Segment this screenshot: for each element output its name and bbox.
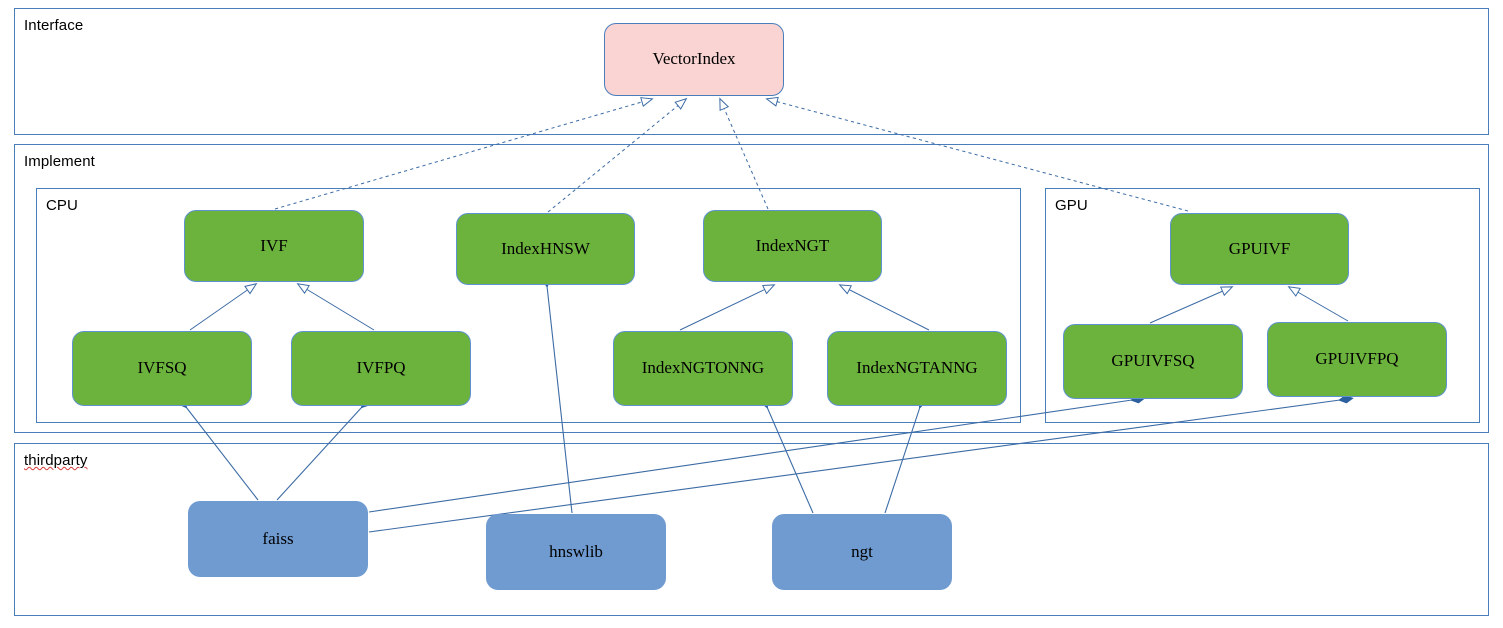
node-label-indexngtonng: IndexNGTONNG bbox=[641, 358, 765, 378]
node-label-vectorindex: VectorIndex bbox=[652, 49, 736, 69]
container-gpu bbox=[1045, 188, 1480, 423]
edge-faiss-to-ivfpq bbox=[276, 407, 362, 501]
edge-ngt-to-indexngtonng bbox=[767, 407, 814, 514]
node-ngt[interactable]: ngt bbox=[772, 514, 952, 590]
node-faiss[interactable]: faiss bbox=[188, 501, 368, 577]
node-label-ngt: ngt bbox=[851, 541, 873, 561]
edge-gpuivfpq-to-gpuivf bbox=[1287, 286, 1349, 322]
node-label-indexngtanng: IndexNGTANNG bbox=[856, 358, 978, 378]
node-label-indexhnsw: IndexHNSW bbox=[501, 238, 590, 258]
node-indexngt[interactable]: IndexNGT bbox=[703, 210, 882, 282]
node-label-ivf: IVF bbox=[260, 235, 288, 255]
node-label-gpuivfpq: GPUIVFPQ bbox=[1315, 349, 1399, 369]
node-vectorindex[interactable]: VectorIndex bbox=[604, 23, 784, 96]
container-thirdparty bbox=[14, 443, 1489, 616]
node-label-gpuivf: GPUIVF bbox=[1228, 238, 1291, 258]
node-label-gpuivfsq: GPUIVFSQ bbox=[1111, 351, 1195, 371]
edge-indexhnsw-to-vectorindex bbox=[547, 97, 688, 213]
node-indexhnsw[interactable]: IndexHNSW bbox=[456, 213, 635, 285]
node-label-ivfsq: IVFSQ bbox=[137, 358, 187, 378]
edge-ivfsq-to-ivf bbox=[189, 283, 258, 331]
node-ivfsq[interactable]: IVFSQ bbox=[72, 331, 252, 406]
node-label-ivfpq: IVFPQ bbox=[356, 358, 406, 378]
edge-gpuivfsq-to-gpuivf bbox=[1149, 286, 1234, 324]
container-label-gpu: GPU bbox=[1055, 197, 1088, 214]
container-implement bbox=[14, 144, 1489, 433]
container-label-thirdparty: thirdparty bbox=[24, 452, 88, 469]
container-cpu bbox=[36, 188, 1021, 423]
edge-indexngt-to-vectorindex bbox=[719, 97, 769, 210]
edge-faiss-to-gpuivfsq bbox=[368, 400, 1132, 513]
edge-gpuivf-to-vectorindex bbox=[765, 96, 1189, 212]
container-label-interface: Interface bbox=[24, 17, 84, 34]
node-label-faiss: faiss bbox=[262, 528, 294, 548]
edge-faiss-to-gpuivfpq bbox=[368, 400, 1340, 533]
edge-ivfpq-to-ivf bbox=[296, 283, 375, 331]
edge-ivf-to-vectorindex bbox=[274, 97, 654, 210]
edge-ngt-to-indexngtanng bbox=[884, 407, 920, 514]
node-label-hnswlib: hnswlib bbox=[549, 541, 603, 561]
node-gpuivfsq[interactable]: GPUIVFSQ bbox=[1063, 324, 1243, 399]
container-label-cpu: CPU bbox=[46, 197, 78, 214]
node-gpuivf[interactable]: GPUIVF bbox=[1170, 213, 1349, 285]
edge-indexngtonng-to-indexngt bbox=[679, 284, 776, 331]
node-ivf[interactable]: IVF bbox=[184, 210, 364, 282]
node-label-indexngt: IndexNGT bbox=[755, 235, 830, 255]
edge-faiss-to-ivfsq bbox=[186, 407, 259, 501]
node-ivfpq[interactable]: IVFPQ bbox=[291, 331, 471, 406]
edge-indexngtanng-to-indexngt bbox=[838, 284, 930, 331]
container-interface bbox=[14, 8, 1489, 135]
node-hnswlib[interactable]: hnswlib bbox=[486, 514, 666, 590]
node-indexngtonng[interactable]: IndexNGTONNG bbox=[613, 331, 793, 406]
edge-hnswlib-to-indexhnsw bbox=[547, 286, 573, 514]
node-gpuivfpq[interactable]: GPUIVFPQ bbox=[1267, 322, 1447, 397]
node-indexngtanng[interactable]: IndexNGTANNG bbox=[827, 331, 1007, 406]
container-label-implement: Implement bbox=[24, 153, 95, 170]
